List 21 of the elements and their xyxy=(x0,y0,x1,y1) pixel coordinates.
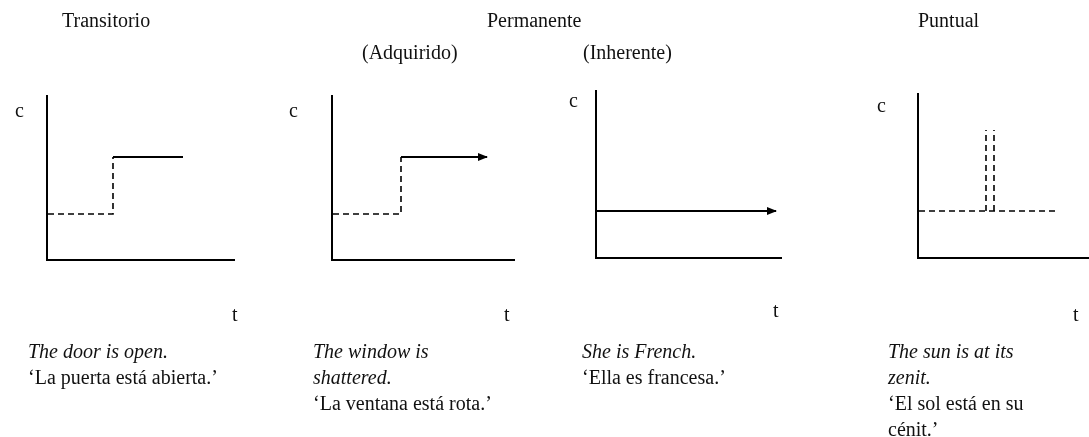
axis-label: t xyxy=(1073,302,1079,326)
translation: ‘Ella es francesa.’ xyxy=(582,365,727,390)
heading: Transitorio xyxy=(62,8,151,32)
axis-label: c xyxy=(877,93,886,117)
subheading: (Adquirido) xyxy=(362,40,458,64)
axis-label: c xyxy=(15,98,24,122)
axis-label: t xyxy=(504,302,510,326)
axis-label: t xyxy=(773,298,779,322)
axis-label: t xyxy=(232,302,238,326)
subheading: (Inherente) xyxy=(583,40,672,64)
heading: Puntual xyxy=(918,8,980,32)
example-sentence: The sun is at its zenit. xyxy=(888,339,1015,390)
axis-label: c xyxy=(289,98,298,122)
heading: Permanente xyxy=(487,8,582,32)
example-sentence: The window is shattered. xyxy=(313,339,430,390)
example-sentence: The door is open. xyxy=(28,339,169,364)
translation: ‘La ventana está rota.’ xyxy=(313,391,493,416)
axis-label: c xyxy=(569,88,578,112)
example-sentence: She is French. xyxy=(582,339,698,364)
translation: ‘La puerta está abierta.’ xyxy=(28,365,219,390)
translation: ‘El sol está en su cénit.’ xyxy=(888,391,1025,437)
